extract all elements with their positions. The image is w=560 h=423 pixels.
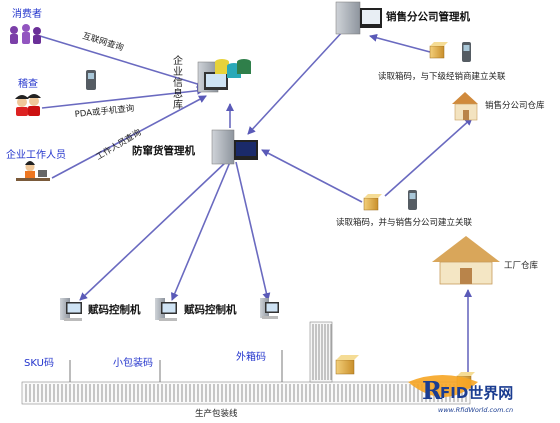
consumer-label: 消费者 xyxy=(12,7,42,20)
warehouse-icon xyxy=(452,92,478,121)
arrow-main-to-coder1 xyxy=(79,161,227,301)
production-line-label: 生产包装线 xyxy=(195,408,238,419)
svg-text:R: R xyxy=(422,376,443,405)
rfid-world-logo: R FID世界网 www.RfidWorld.com.cn xyxy=(408,375,513,414)
coder-computer-icon xyxy=(155,298,177,321)
branch-warehouse-label: 销售分公司仓库 xyxy=(485,100,545,111)
coder-label: 赋码控制机 xyxy=(184,303,237,316)
sales-server-label: 销售分公司管理机 xyxy=(386,10,470,23)
arrow-sales-to-main xyxy=(247,29,345,135)
arrow-consumer-to-db xyxy=(39,35,205,88)
factory-warehouse-icon xyxy=(432,236,500,285)
reader1-label: 读取箱码，与下级经销商建立关联 xyxy=(378,71,506,82)
arrow-main-to-coder2 xyxy=(171,161,231,301)
pda-device-icon xyxy=(462,42,471,62)
reader2-label: 读取箱码，并与销售分公司建立关联 xyxy=(336,217,473,228)
main-server-label: 防窜货管理机 xyxy=(132,144,195,157)
pda-device-icon xyxy=(86,70,96,90)
arrow-staff-to-db xyxy=(51,95,207,179)
logo-url: www.RfidWorld.com.cn xyxy=(438,406,513,414)
code-markers xyxy=(69,350,283,382)
inspection-icon xyxy=(15,94,41,116)
box-icon xyxy=(335,355,359,375)
sku-code-label: SKU码 xyxy=(24,357,54,369)
small-package-code-label: 小包装码 xyxy=(113,356,153,369)
database-label: 企业信息库 xyxy=(171,54,183,110)
sales-server-icon xyxy=(335,1,382,35)
coder-computer-icon xyxy=(60,298,82,321)
consumer-icon xyxy=(10,24,41,44)
logo-title: FID世界网 xyxy=(440,384,513,402)
arrow-main-to-coder3 xyxy=(235,161,271,301)
coder-label: 赋码控制机 xyxy=(88,303,141,316)
production-line xyxy=(21,321,471,405)
staff-icon xyxy=(16,161,50,181)
arrow-reader2-to-branch xyxy=(384,117,473,197)
staff-label: 企业工作人员 xyxy=(6,148,66,161)
outer-box-code-label: 外箱码 xyxy=(236,350,266,363)
arrow-reader2-to-main xyxy=(261,149,363,203)
connector-lines xyxy=(39,29,473,378)
arrow-reader1-to-sales xyxy=(369,33,431,53)
coder-computer-icon xyxy=(260,298,279,319)
arrow-inspection-to-db xyxy=(41,86,205,109)
main-server-icon xyxy=(211,129,258,165)
pda-query-label: PDA或手机查询 xyxy=(74,103,135,120)
database-server-icon xyxy=(197,59,251,93)
pda-device-icon xyxy=(408,190,417,210)
inspection-label: 稽查 xyxy=(18,77,38,90)
factory-warehouse-label: 工厂仓库 xyxy=(504,260,539,271)
box-icon xyxy=(363,194,382,211)
box-icon xyxy=(429,42,448,59)
